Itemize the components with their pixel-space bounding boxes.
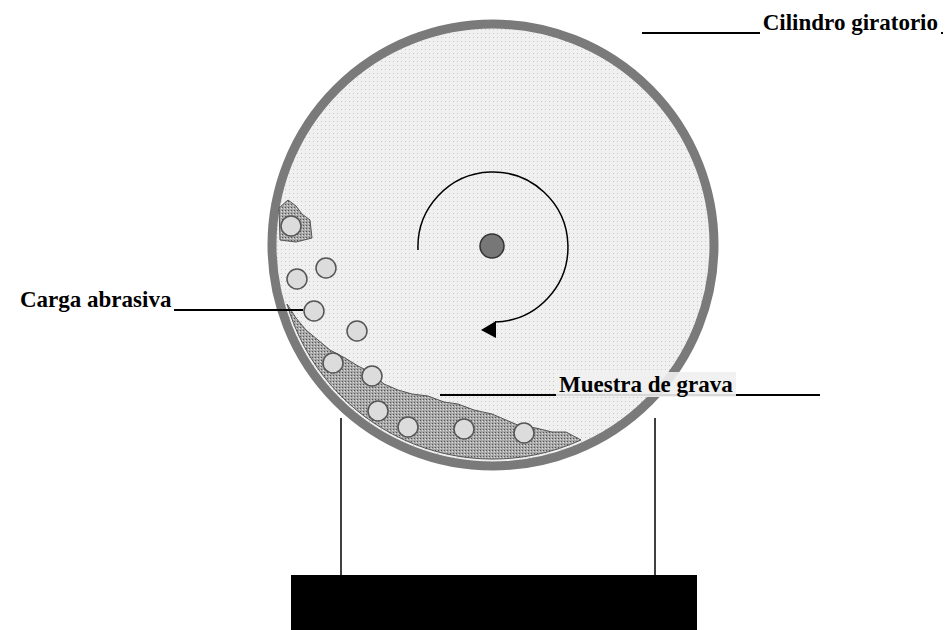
stand-leg <box>340 418 342 576</box>
axle <box>480 234 504 258</box>
base <box>291 575 697 630</box>
part-label: Muestra de grava <box>556 372 736 397</box>
stand-leg <box>654 418 656 576</box>
part-label: Cilindro giratorio <box>760 10 941 35</box>
part-label: Carga abrasiva <box>17 287 174 312</box>
abrasive-balls <box>281 216 534 443</box>
gravel-chunk <box>279 200 312 242</box>
rotation-arrow <box>418 172 568 322</box>
rotating-cylinder <box>272 24 714 466</box>
arrow-head <box>481 321 496 338</box>
gravel-sample <box>287 304 581 459</box>
